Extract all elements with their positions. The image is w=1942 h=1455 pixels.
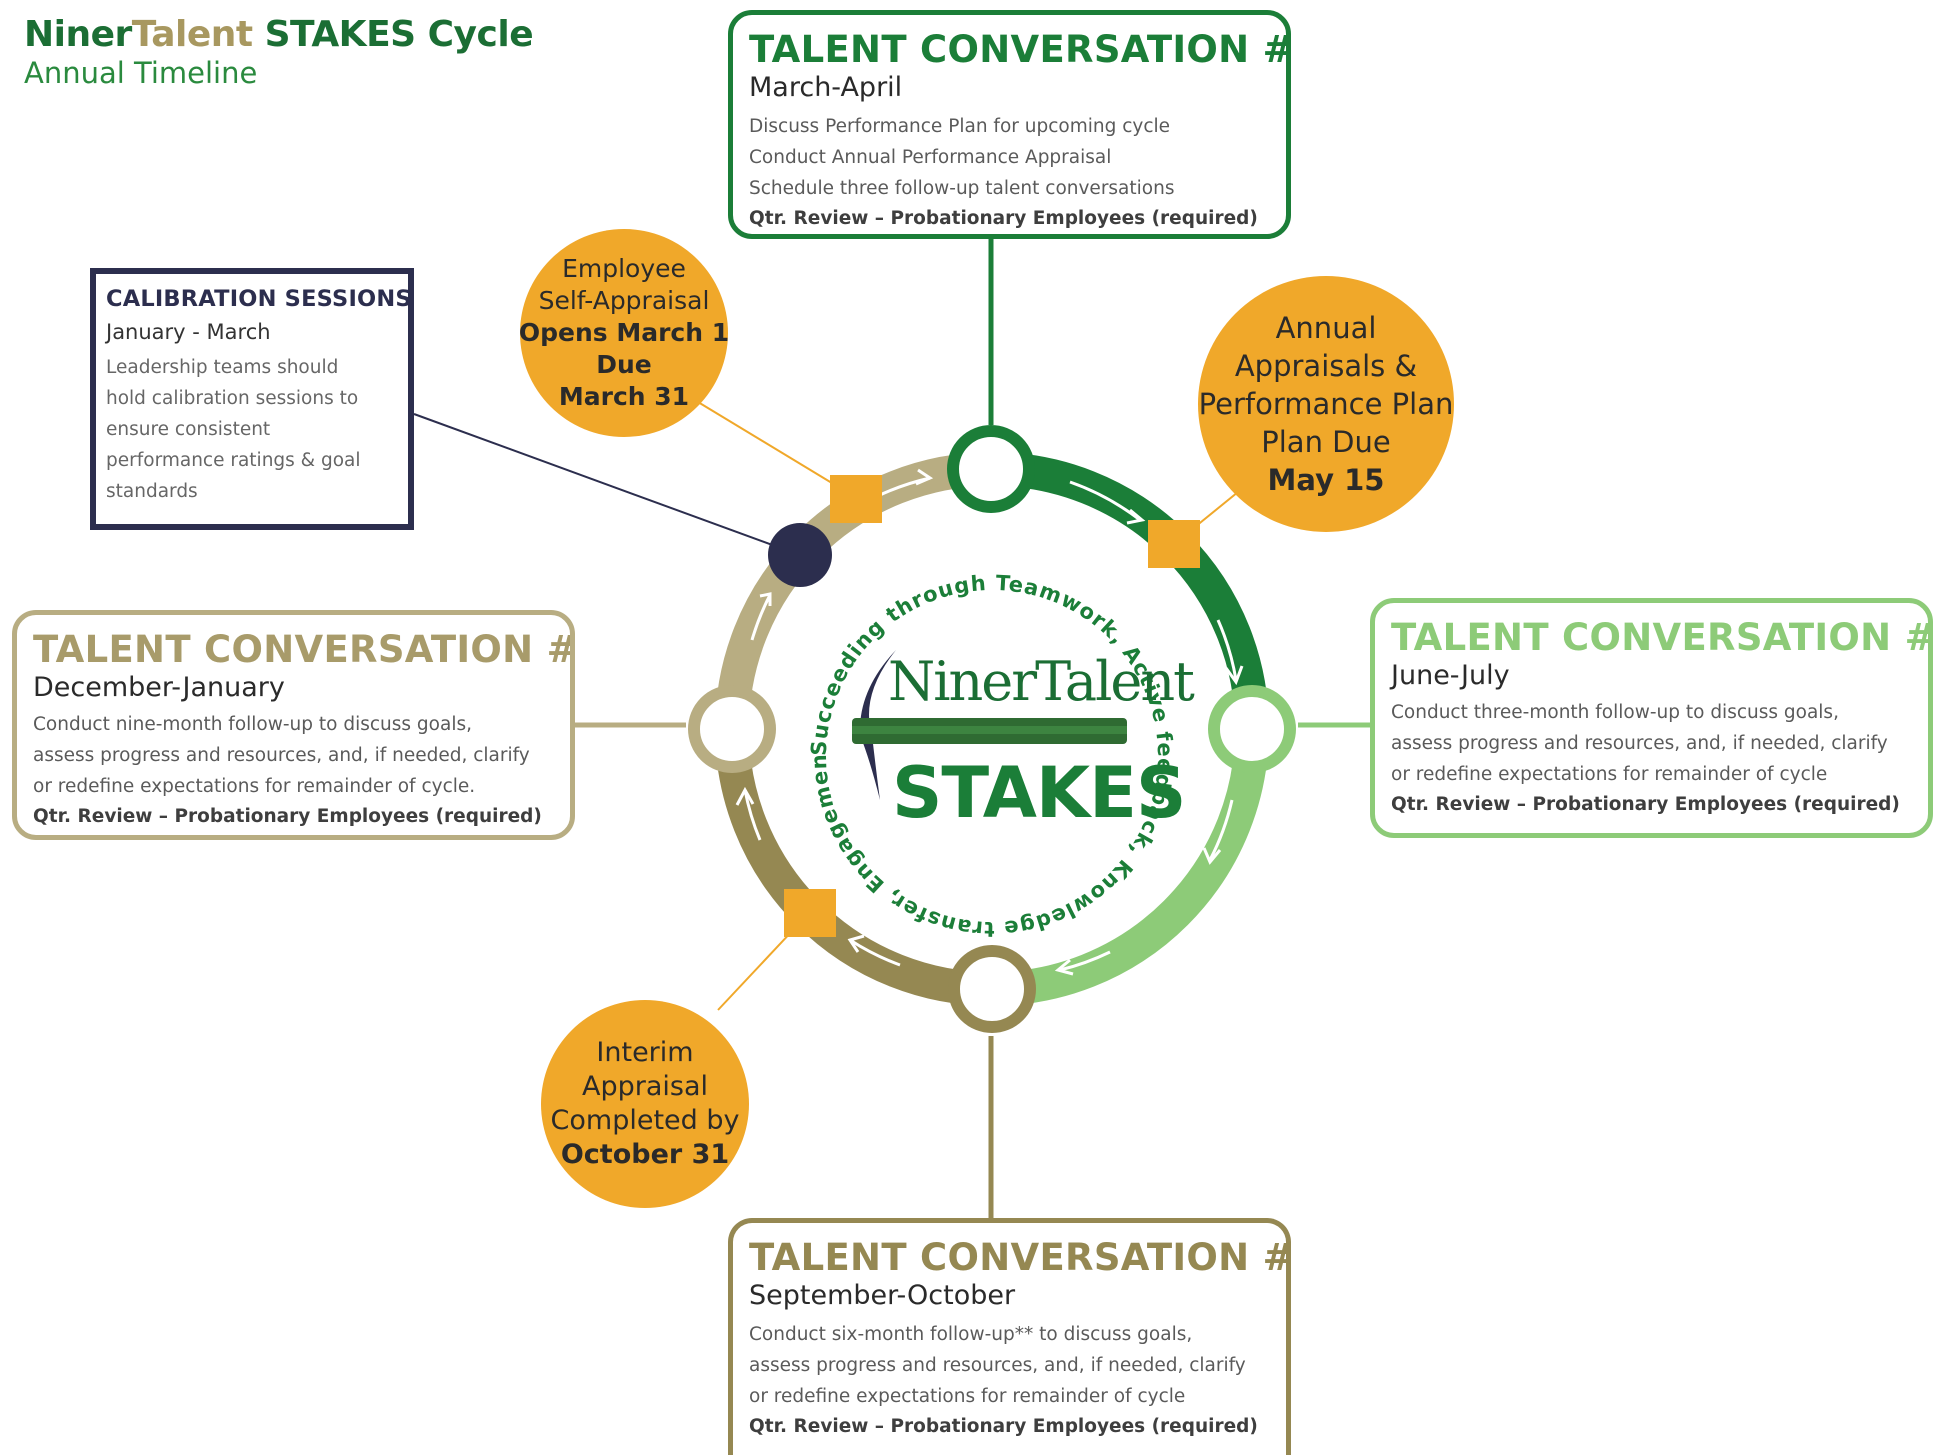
tc3-item: or redefine expectations for remainder o… bbox=[749, 1386, 1186, 1407]
talent-conversation-4: TALENT CONVERSATION #4 December-January … bbox=[12, 610, 575, 840]
page-subtitle: Annual Timeline bbox=[24, 56, 258, 90]
tc4-item: or redefine expectations for remainder o… bbox=[33, 776, 476, 797]
tc3-review: Qtr. Review – Probationary Employees (re… bbox=[749, 1416, 1258, 1437]
tc2-dates: June-July bbox=[1391, 660, 1510, 691]
bubble-bold-line: May 15 bbox=[1267, 463, 1385, 497]
tc4-title: TALENT CONVERSATION #4 bbox=[33, 628, 575, 671]
calibration-line: hold calibration sessions to bbox=[106, 388, 359, 409]
tc2-item: Conduct three-month follow-up to discuss… bbox=[1391, 702, 1839, 723]
node-tc1 bbox=[947, 425, 1035, 513]
marker-self-appraisal bbox=[830, 475, 882, 523]
ring-arc-q2 bbox=[991, 728, 1269, 1006]
page-title: NinerTalent STAKES Cycle bbox=[24, 14, 534, 55]
calibration-line: performance ratings & goal bbox=[106, 450, 361, 471]
bubble-bold-line: Opens March 1 bbox=[518, 318, 730, 347]
arrow-q4a-head bbox=[759, 592, 772, 606]
arrow-q1b bbox=[1216, 619, 1238, 681]
talent-conversation-1: TALENT CONVERSATION #1 March-April Discu… bbox=[728, 10, 1291, 239]
annual-appraisal-bubble: Annual Appraisals & Performance Plan Pla… bbox=[1198, 276, 1454, 532]
bubble-line: Appraisal bbox=[581, 1071, 708, 1102]
bubble-line: Plan Due bbox=[1261, 425, 1391, 459]
title-talent: Talent bbox=[131, 14, 253, 55]
calibration-body: Leadership teams should hold calibration… bbox=[106, 352, 398, 507]
tc2-item: assess progress and resources, and, if n… bbox=[1391, 733, 1888, 754]
calibration-dates: January - March bbox=[106, 320, 271, 344]
calibration-sessions-box: CALIBRATION SESSIONS January - March Lea… bbox=[90, 268, 414, 530]
tc2-review: Qtr. Review – Probationary Employees (re… bbox=[1391, 794, 1900, 815]
bubble-bold-line: October 31 bbox=[560, 1139, 730, 1170]
bubble-line: Self-Appraisal bbox=[538, 286, 710, 315]
tc3-item: Conduct six-month follow-up** to discuss… bbox=[749, 1324, 1193, 1345]
bubble-line: Performance Plan bbox=[1198, 387, 1454, 421]
tc2-title: TALENT CONVERSATION #2 bbox=[1391, 616, 1933, 659]
node-tc3 bbox=[948, 945, 1036, 1033]
tc1-item: Discuss Performance Plan for upcoming cy… bbox=[749, 116, 1171, 137]
logo-stakes: STAKES bbox=[892, 752, 1186, 834]
connector-calibration bbox=[413, 413, 798, 555]
marker-interim bbox=[784, 889, 836, 937]
calibration-title: CALIBRATION SESSIONS bbox=[106, 286, 412, 312]
bubble-line: Interim bbox=[596, 1037, 694, 1068]
talent-conversation-2: TALENT CONVERSATION #2 June-July Conduct… bbox=[1370, 598, 1933, 838]
arrow-q3b-head bbox=[735, 786, 755, 806]
tc1-title: TALENT CONVERSATION #1 bbox=[749, 28, 1291, 71]
self-appraisal-bubble: Employee Self-Appraisal Opens March 1 Du… bbox=[518, 229, 730, 437]
marker-annual bbox=[1148, 520, 1200, 568]
calibration-line: standards bbox=[106, 481, 198, 502]
tc2-item: or redefine expectations for remainder o… bbox=[1391, 764, 1828, 785]
node-calibration bbox=[768, 523, 832, 587]
tc3-dates: September-October bbox=[749, 1280, 1016, 1311]
bubble-line: Employee bbox=[562, 254, 686, 283]
bubble-bold-line: Due bbox=[596, 350, 652, 379]
node-tc2 bbox=[1208, 685, 1296, 773]
logo-name: NinerTalent bbox=[888, 650, 1195, 713]
calibration-line: ensure consistent bbox=[106, 419, 271, 440]
calibration-line: Leadership teams should bbox=[106, 357, 339, 378]
bubble-bold-line: March 31 bbox=[558, 382, 690, 411]
title-rest: STAKES Cycle bbox=[252, 14, 534, 55]
pickaxe-icon bbox=[852, 650, 1127, 800]
tc4-item: assess progress and resources, and, if n… bbox=[33, 745, 530, 766]
arrow-q4b-head bbox=[915, 468, 934, 486]
tc1-review: Qtr. Review – Probationary Employees (re… bbox=[749, 208, 1258, 229]
arrow-q2a bbox=[1208, 799, 1234, 861]
node-tc4 bbox=[688, 685, 776, 773]
arrow-q2b-head bbox=[1054, 958, 1074, 976]
arrow-q1a-head bbox=[1126, 508, 1146, 525]
bubble-line: Appraisals & bbox=[1234, 349, 1418, 383]
tc4-item: Conduct nine-month follow-up to discuss … bbox=[33, 714, 472, 735]
title-niner: Niner bbox=[24, 14, 132, 55]
arrow-q1a bbox=[1069, 480, 1141, 522]
tc3-item: assess progress and resources, and, if n… bbox=[749, 1355, 1246, 1376]
tc4-dates: December-January bbox=[33, 672, 285, 703]
bubble-line: Completed by bbox=[550, 1105, 740, 1136]
bubble-line: Annual bbox=[1275, 311, 1377, 345]
talent-conversation-3: TALENT CONVERSATION #3 September-October… bbox=[728, 1218, 1291, 1455]
tc1-item: Conduct Annual Performance Appraisal bbox=[749, 147, 1112, 168]
arrow-q1b-head bbox=[1224, 665, 1244, 686]
arrow-q3a-head bbox=[847, 934, 865, 953]
connector-self-appraisal bbox=[697, 401, 856, 498]
tc1-item: Schedule three follow-up talent conversa… bbox=[749, 178, 1175, 199]
interim-appraisal-bubble: Interim Appraisal Completed by October 3… bbox=[541, 1000, 749, 1208]
arrow-q2a-head bbox=[1202, 847, 1222, 865]
tc4-review: Qtr. Review – Probationary Employees (re… bbox=[33, 806, 542, 827]
tc1-dates: March-April bbox=[749, 72, 903, 103]
tc3-title: TALENT CONVERSATION #3 bbox=[749, 1236, 1291, 1279]
